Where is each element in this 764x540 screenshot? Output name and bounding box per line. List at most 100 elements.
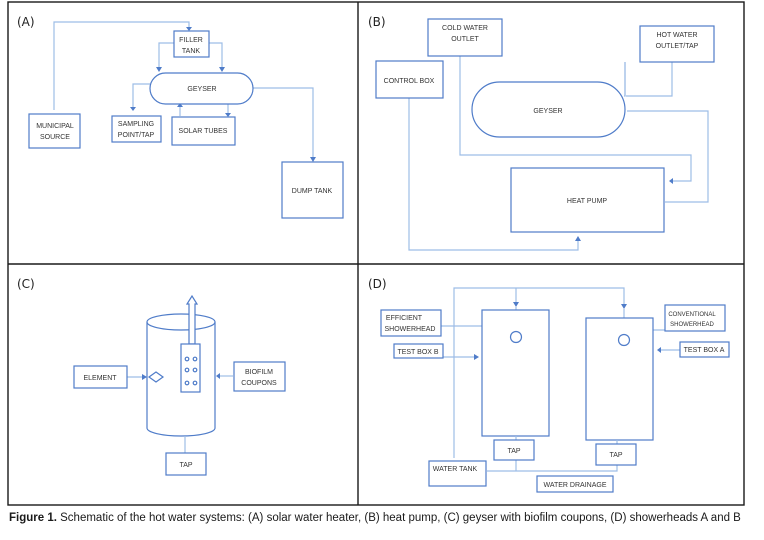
geyser-capsule — [149, 72, 254, 105]
biofilm-coupons-label-1: BIOFILM — [245, 369, 273, 376]
conventional-showerhead-label-1: CONVENTIONAL — [668, 312, 716, 318]
supply-line — [453, 287, 625, 458]
efficient-showerhead-label-1: EFFICIENT — [386, 315, 423, 322]
figure-caption-text: Schematic of the hot water systems: (A) … — [56, 512, 741, 524]
arrow-head — [219, 67, 225, 72]
filler-tank-label-2: TANK — [182, 48, 200, 55]
cold-water-outlet-box — [427, 18, 503, 57]
geyser-to-sampling-line — [132, 83, 150, 110]
element-diamond-icon — [147, 371, 165, 383]
arrow-head — [310, 157, 316, 162]
arrow-head — [177, 103, 183, 107]
municipal-source-label-2: SOURCE — [40, 134, 70, 141]
arrow-head — [142, 374, 147, 380]
drainage-line — [487, 465, 618, 472]
hot-water-outlet-box — [639, 25, 715, 63]
tap-left-box — [493, 439, 535, 461]
hot-water-outlet-label-2: OUTLET/TAP — [656, 43, 699, 50]
arrow-head — [130, 107, 136, 111]
tap-label: TAP — [179, 462, 192, 469]
dump-tank-label: DUMP TANK — [292, 188, 333, 195]
efficient-showerhead-box — [380, 309, 442, 337]
hot-water-outlet-label-1: HOT WATER — [656, 32, 697, 39]
municipal-source-box — [28, 113, 81, 149]
efficient-showerhead-label-2: SHOWERHEAD — [385, 326, 436, 333]
test-box-a-label-box — [679, 341, 730, 358]
test-box-b-enclosure — [481, 309, 550, 437]
coupon-hole — [184, 380, 190, 386]
coupon-hole — [192, 356, 198, 362]
panel-a: (A) FILLER TANK GEYSER MUNICIPAL SOURCE … — [17, 15, 344, 219]
coupon-hole — [192, 367, 198, 373]
arrow-head — [669, 178, 673, 184]
panel-c-label: (C) — [17, 277, 35, 291]
solar-tubes-label: SOLAR TUBES — [179, 128, 228, 135]
arrow-head — [513, 302, 519, 307]
filler-to-geyser-right-line — [209, 42, 223, 70]
arrow-head — [225, 113, 231, 117]
panel-b: (B) COLD WATER OUTLET HOT WATER OUTLET/T… — [368, 15, 715, 251]
arrow-head — [186, 27, 192, 31]
test-box-b-label: TEST BOX B — [397, 349, 438, 356]
sampling-point-box — [111, 115, 162, 143]
heat-pump-box — [510, 167, 665, 233]
tap-box — [165, 452, 207, 476]
outlet-arrow-icon — [185, 294, 199, 345]
element-box — [73, 365, 128, 389]
test-box-a-label: TEST BOX A — [684, 347, 725, 354]
coupon-hole — [192, 380, 198, 386]
cold-water-outlet-label-2: OUTLET — [451, 36, 479, 43]
sampling-point-label-1: SAMPLING — [118, 121, 154, 128]
water-tank-label: WATER TANK — [433, 466, 478, 473]
conventional-showerhead-label-2: SHOWERHEAD — [670, 322, 714, 328]
cold-outlet-to-heatpump-line — [459, 56, 692, 182]
arrow-head — [621, 304, 627, 309]
control-box — [375, 60, 444, 99]
test-box-b-label-box — [393, 343, 444, 359]
efficient-showerhead-icon — [509, 330, 523, 344]
solar-tubes-box — [171, 116, 236, 146]
tap-right-box — [595, 443, 637, 466]
figure-frame — [7, 1, 745, 506]
geyser-to-heatpump-line — [627, 110, 709, 203]
dump-tank-box — [281, 161, 344, 219]
heat-pump-label: HEAT PUMP — [567, 198, 608, 205]
panel-d-label: (D) — [368, 277, 387, 291]
arrow-head — [474, 354, 479, 360]
water-drainage-label: WATER DRAINAGE — [543, 482, 606, 489]
figure-caption: Figure 1. Schematic of the hot water sys… — [9, 512, 741, 524]
arrow-head — [657, 347, 661, 353]
element-label: ELEMENT — [83, 375, 117, 382]
filler-to-geyser-left-line — [158, 42, 174, 70]
control-to-heatpump-line — [408, 98, 579, 251]
tap-left-label: TAP — [507, 448, 520, 455]
filler-tank-box — [173, 30, 210, 58]
arrow-head — [575, 236, 581, 241]
geyser-label: GEYSER — [533, 108, 562, 115]
panel-c: (C) ELEMENT BIOFILM COUPONS TAP — [17, 277, 286, 476]
tank-cylinder-top — [146, 313, 216, 331]
biofilm-coupons-label-2: COUPONS — [241, 380, 277, 387]
geyser-to-dump-line — [253, 87, 314, 160]
cold-water-outlet-label-1: COLD WATER — [442, 25, 488, 32]
panel-a-label: (A) — [17, 15, 35, 29]
figure-caption-prefix: Figure 1. — [9, 512, 57, 524]
geyser-label: GEYSER — [187, 86, 216, 93]
municipal-source-label-1: MUNICIPAL — [36, 123, 74, 130]
coupon-hole — [184, 367, 190, 373]
sampling-point-label-2: POINT/TAP — [118, 132, 155, 139]
geyser-capsule — [471, 81, 626, 138]
conventional-showerhead-icon — [617, 333, 631, 347]
arrow-head — [156, 67, 162, 72]
municipal-to-filler-line — [53, 21, 190, 110]
arrow-head — [216, 373, 220, 379]
biofilm-coupons-box — [233, 361, 286, 392]
panel-d: (D) EFFICIENT SHOWERHEAD TEST BOX B CON — [368, 277, 730, 493]
water-tank-box — [428, 460, 487, 487]
conventional-showerhead-box — [664, 304, 726, 332]
coupon-hole — [184, 356, 190, 362]
panel-b-label: (B) — [368, 15, 386, 29]
water-drainage-box — [536, 475, 614, 493]
filler-tank-label-1: FILLER — [179, 37, 203, 44]
